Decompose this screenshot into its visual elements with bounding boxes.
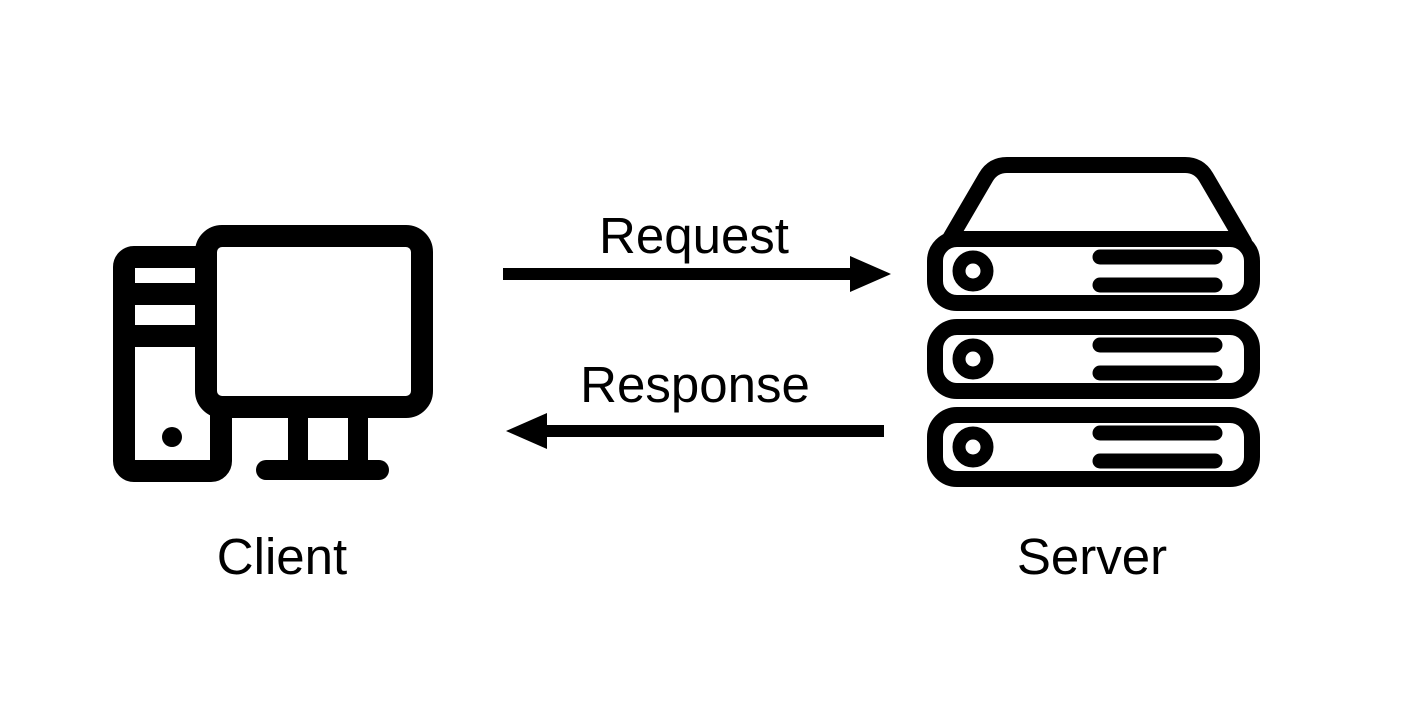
request-arrowhead	[850, 256, 891, 292]
desktop-computer-icon	[113, 225, 433, 482]
response-edge-label: Response	[580, 356, 810, 413]
server-unit-2-led	[952, 338, 994, 380]
computer-monitor	[195, 225, 433, 418]
server-node-label: Server	[1016, 528, 1168, 585]
response-arrow	[506, 413, 884, 449]
client-node-label: Client	[216, 528, 348, 585]
response-arrowhead	[506, 413, 547, 449]
server-unit-3-led	[952, 426, 994, 468]
server-stack-icon	[927, 157, 1260, 487]
request-edge-label: Request	[599, 207, 789, 264]
server-unit-1-led	[952, 250, 994, 292]
server-lid	[940, 157, 1252, 250]
tower-power-dot	[162, 427, 182, 447]
request-arrow	[503, 256, 891, 292]
